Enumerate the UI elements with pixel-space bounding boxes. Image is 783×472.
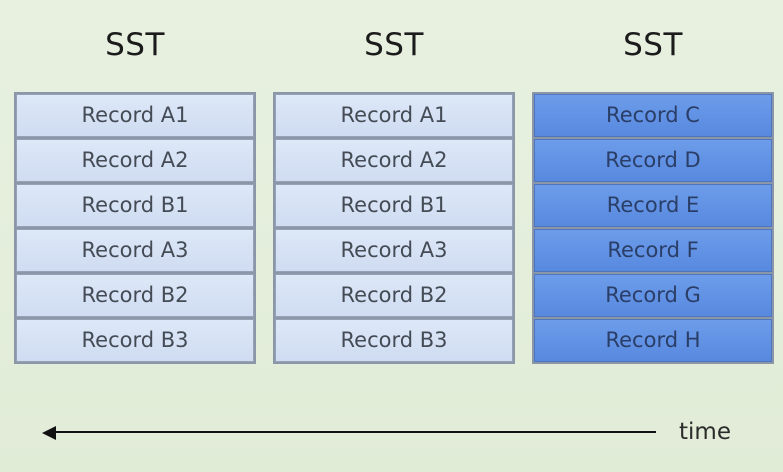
sst-record-stack: Record A1 Record A2 Record B1 Record A3 … xyxy=(273,92,515,364)
sst-title: SST xyxy=(364,27,424,63)
record-cell: Record B2 xyxy=(16,274,254,317)
record-cell: Record A1 xyxy=(16,94,254,137)
record-cell: Record A3 xyxy=(275,229,513,272)
record-cell: Record G xyxy=(534,274,772,317)
time-axis: time xyxy=(42,418,732,448)
timeline xyxy=(56,431,656,433)
record-cell: Record B2 xyxy=(275,274,513,317)
sst-title: SST xyxy=(623,27,683,63)
sst-column-2: SST Record A1 Record A2 Record B1 Record… xyxy=(273,27,515,364)
sst-column-1: SST Record A1 Record A2 Record B1 Record… xyxy=(14,27,256,364)
record-cell: Record H xyxy=(534,319,772,362)
record-cell: Record B3 xyxy=(275,319,513,362)
record-cell: Record B1 xyxy=(16,184,254,227)
record-cell: Record D xyxy=(534,139,772,182)
sst-column-3: SST Record C Record D Record E Record F … xyxy=(532,27,774,364)
record-cell: Record E xyxy=(534,184,772,227)
record-cell: Record A1 xyxy=(275,94,513,137)
time-label: time xyxy=(679,419,731,445)
sst-title: SST xyxy=(105,27,165,63)
sst-record-stack: Record A1 Record A2 Record B1 Record A3 … xyxy=(14,92,256,364)
record-cell: Record B1 xyxy=(275,184,513,227)
record-cell: Record C xyxy=(534,94,772,137)
record-cell: Record A2 xyxy=(275,139,513,182)
sst-record-stack: Record C Record D Record E Record F Reco… xyxy=(532,92,774,364)
record-cell: Record A2 xyxy=(16,139,254,182)
record-cell: Record A3 xyxy=(16,229,254,272)
record-cell: Record F xyxy=(534,229,772,272)
record-cell: Record B3 xyxy=(16,319,254,362)
arrow-left-icon xyxy=(42,426,56,440)
